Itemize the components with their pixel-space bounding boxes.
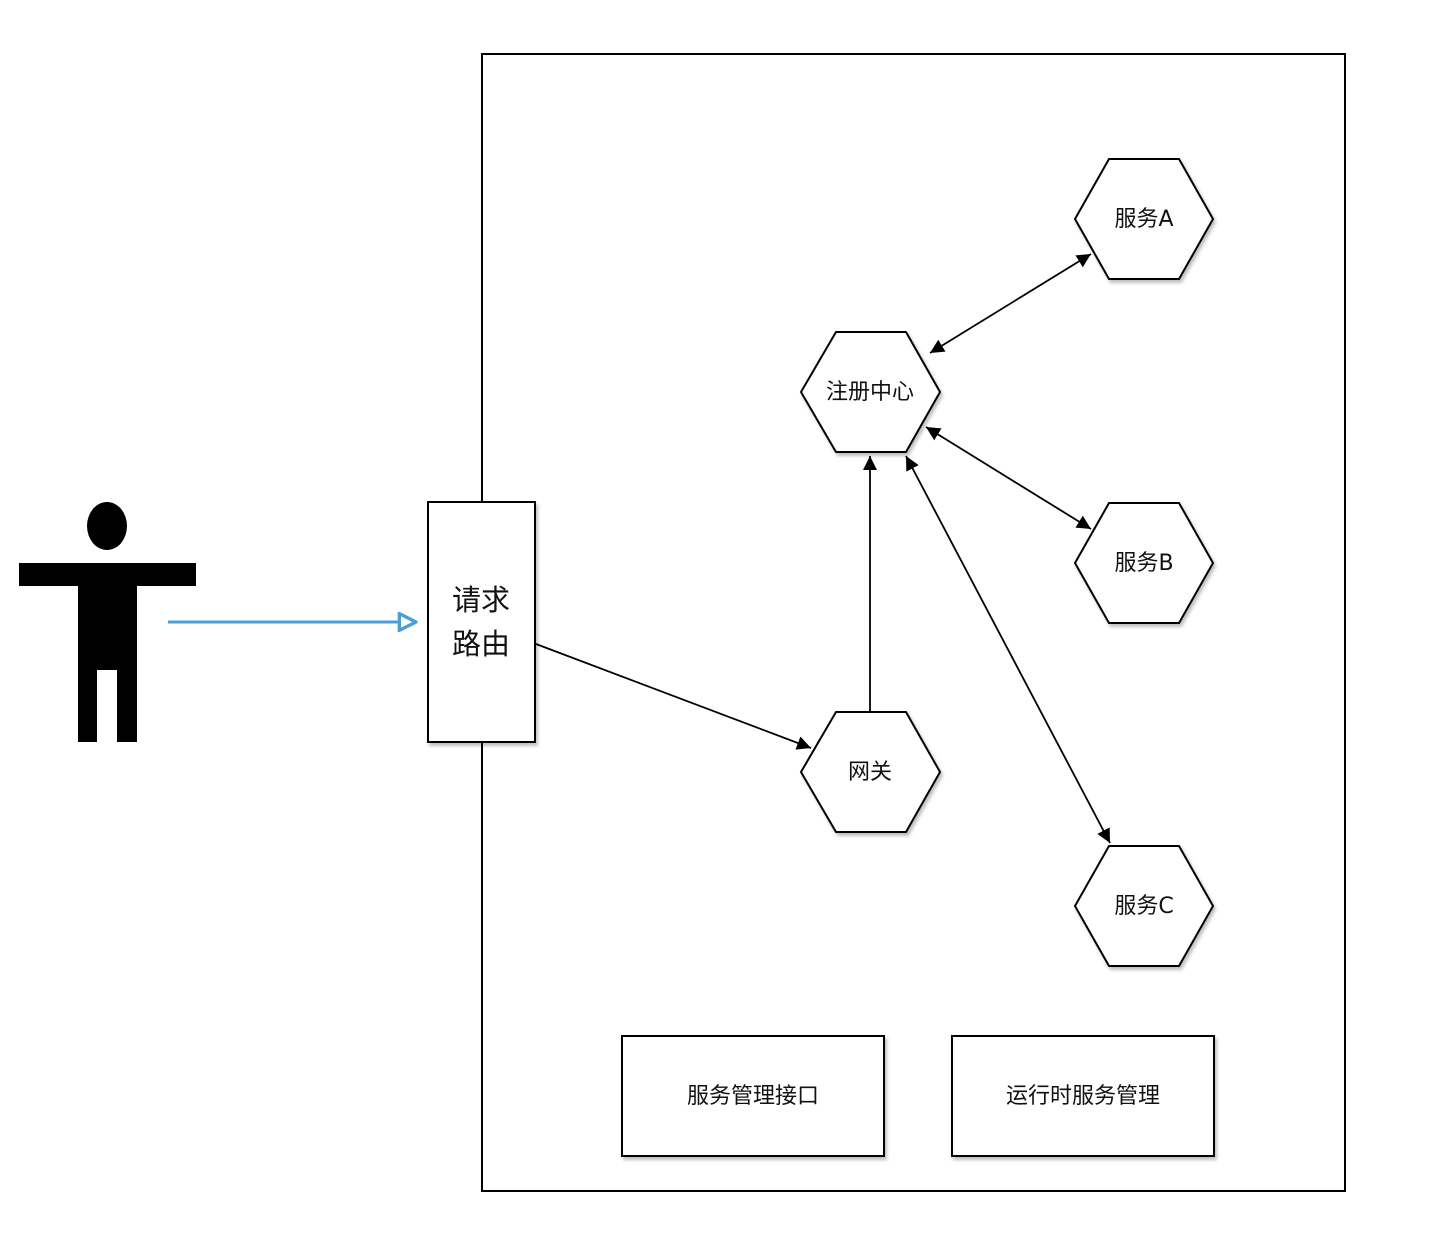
gateway-label: 网关: [848, 760, 892, 785]
user-icon: [19, 502, 196, 742]
edge-registry-service-c: [905, 455, 1111, 844]
registry-label: 注册中心: [826, 380, 914, 405]
request-router-box: 请求 路由: [427, 501, 536, 743]
runtime-service-mgmt-label: 运行时服务管理: [1006, 1084, 1160, 1109]
gateway-node: 网关: [799, 711, 942, 833]
service-b-label: 服务B: [1114, 551, 1173, 576]
runtime-service-mgmt-box: 运行时服务管理: [951, 1035, 1215, 1157]
service-mgmt-api-label: 服务管理接口: [687, 1084, 819, 1109]
service-a-node: 服务A: [1073, 158, 1215, 280]
edge-router-gateway: [535, 643, 812, 750]
request-router-label-line2: 路由: [452, 627, 510, 661]
request-router-label-line1: 请求: [452, 583, 510, 617]
edge-registry-service-a: [929, 253, 1092, 354]
registry-node: 注册中心: [799, 331, 942, 453]
service-c-node: 服务C: [1073, 845, 1215, 967]
system-boundary: [481, 53, 1346, 1192]
service-mgmt-api-box: 服务管理接口: [621, 1035, 885, 1157]
service-a-label: 服务A: [1114, 207, 1173, 232]
service-b-node: 服务B: [1073, 502, 1215, 624]
service-c-label: 服务C: [1114, 894, 1173, 919]
